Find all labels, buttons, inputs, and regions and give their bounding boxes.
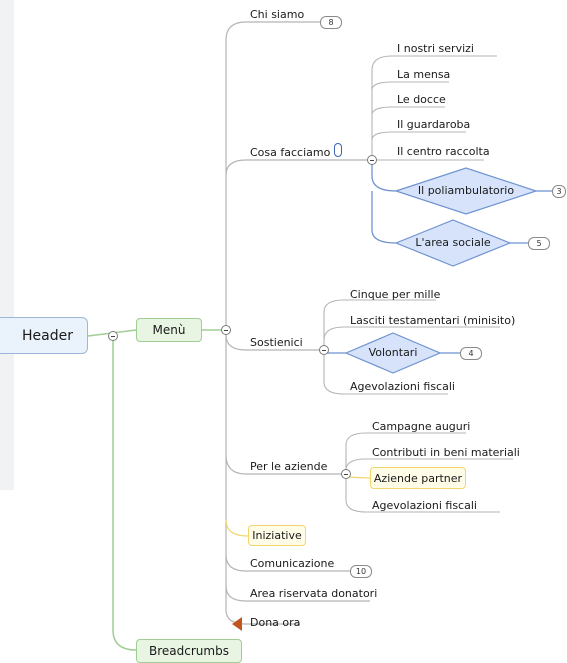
node-il-guardaroba[interactable]: Il guardaroba [397,118,471,131]
node-cosa-facciamo[interactable]: Cosa facciamo [250,146,331,159]
node-aziende-partner[interactable]: Aziende partner [370,467,466,489]
node-campagne-auguri[interactable]: Campagne auguri [372,420,471,433]
count-badge-volontari: 4 [460,347,482,360]
collapse-per-le-aziende-toggle[interactable] [341,469,351,479]
node-cinque-per-mille[interactable]: Cinque per mille [350,288,441,301]
collapse-menu-toggle[interactable] [221,325,231,335]
node-la-mensa[interactable]: La mensa [397,68,451,81]
paperclip-icon [334,143,342,157]
node-contributi-beni-materiali[interactable]: Contributi in beni materiali [372,446,520,459]
breadcrumbs-node[interactable]: Breadcrumbs [136,639,242,663]
node-lasciti-testamentari[interactable]: Lasciti testamentari (minisito) [350,314,516,327]
collapse-cosa-facciamo-toggle[interactable] [367,155,377,165]
node-il-poliambulatorio[interactable]: Il poliambulatorio [417,184,515,197]
node-iniziative[interactable]: Iniziative [248,525,306,546]
count-badge-area-sociale: 5 [528,237,550,250]
node-agevolazioni-fiscali-aziende[interactable]: Agevolazioni fiscali [372,499,477,512]
node-volontari[interactable]: Volontari [368,346,418,359]
collapse-root-toggle[interactable] [108,331,118,341]
node-dona-ora[interactable]: Dona ora [250,616,301,629]
side-panel [0,0,14,490]
count-badge-poliambulatorio: 3 [552,185,566,198]
count-badge-chi-siamo: 8 [320,16,342,29]
node-area-sociale[interactable]: L'area sociale [415,236,491,249]
root-node-header[interactable]: Header [0,317,88,354]
menu-node[interactable]: Menù [136,318,202,342]
node-area-riservata-donatori[interactable]: Area riservata donatori [250,587,378,600]
count-badge-comunicazione: 10 [350,565,372,578]
node-comunicazione[interactable]: Comunicazione [250,557,335,570]
node-per-le-aziende[interactable]: Per le aziende [250,460,328,473]
node-i-nostri-servizi[interactable]: I nostri servizi [397,42,474,55]
node-sostienici[interactable]: Sostienici [250,336,303,349]
node-agevolazioni-fiscali-sostienici[interactable]: Agevolazioni fiscali [350,380,455,393]
node-il-centro-raccolta[interactable]: Il centro raccolta [397,145,490,158]
collapse-sostienici-toggle[interactable] [319,345,329,355]
node-le-docce[interactable]: Le docce [397,93,446,106]
node-chi-siamo[interactable]: Chi siamo [250,8,305,21]
